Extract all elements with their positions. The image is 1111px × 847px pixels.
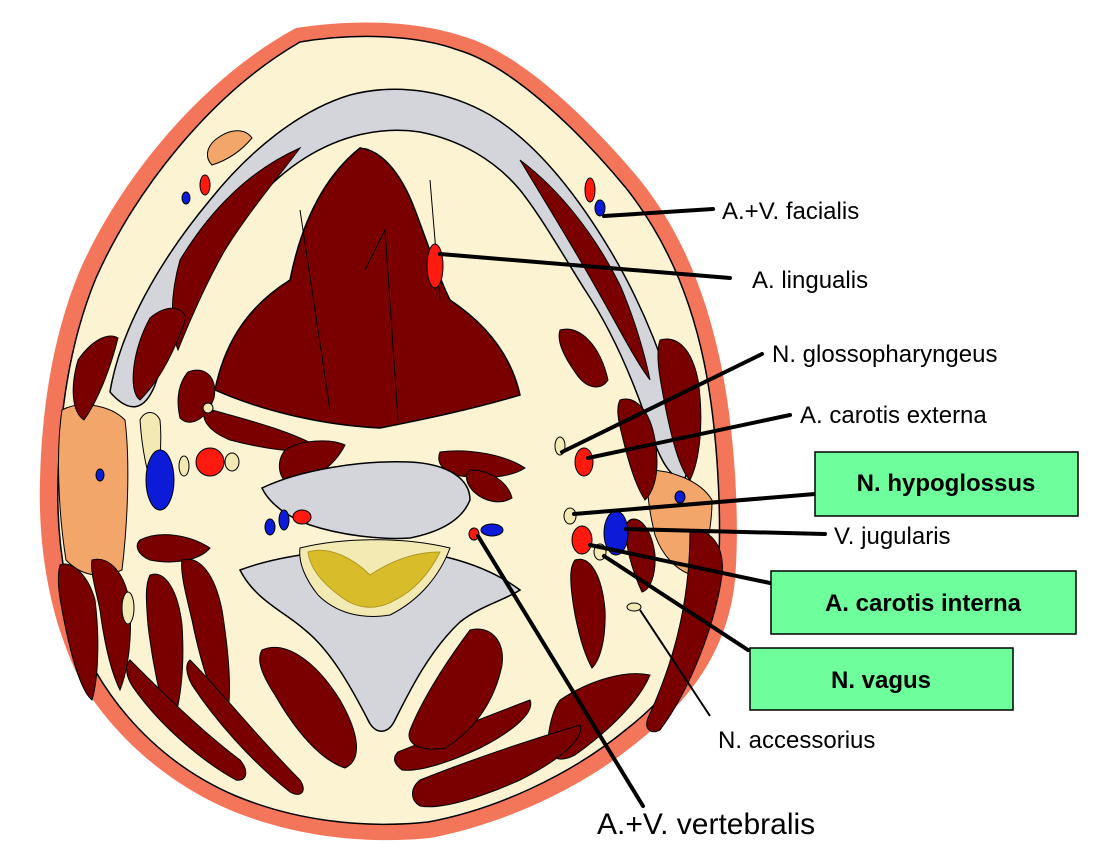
internal-carotid-artery	[572, 526, 592, 554]
label-facialis: A.+V. facialis	[722, 198, 859, 225]
label-jugularis: V. jugularis	[834, 523, 951, 550]
facial-vein	[595, 200, 605, 216]
label-glossopharyngeus: N. glossopharyngeus	[772, 341, 997, 368]
label-lingualis: A. lingualis	[752, 267, 868, 294]
vertebral-vein-left-2	[279, 510, 289, 530]
nerve-left-4	[122, 592, 134, 624]
lingual-artery	[427, 244, 443, 288]
label-carotis-interna: A. carotis interna	[825, 590, 1022, 617]
label-vagus: N. vagus	[831, 667, 931, 694]
jugular-vein-left	[146, 450, 174, 510]
vertebral-vein-right	[481, 524, 503, 536]
label-accessorius: N. accessorius	[718, 727, 875, 754]
facial-vein-left	[182, 192, 190, 204]
vertebral-artery-left	[293, 510, 311, 524]
facial-artery-left	[200, 175, 210, 195]
small-vein-left	[96, 469, 104, 481]
carotid-artery-left	[196, 448, 224, 476]
external-carotid-artery	[575, 448, 593, 476]
parotid-left	[59, 405, 128, 575]
label-vertebralis: A.+V. vertebralis	[597, 808, 815, 841]
nerve-left-1	[179, 456, 189, 476]
vertebral-vein-left-1	[265, 519, 275, 535]
nerve-left-3	[203, 403, 213, 413]
label-hypoglossus: N. hypoglossus	[857, 470, 1036, 497]
label-carotis-externa: A. carotis externa	[800, 402, 987, 429]
accessory-nerve	[627, 603, 641, 611]
hypoglossal-nerve	[564, 508, 576, 524]
facial-artery	[585, 178, 595, 202]
nerve-left-2	[225, 453, 239, 471]
small-vein-right	[675, 491, 685, 503]
